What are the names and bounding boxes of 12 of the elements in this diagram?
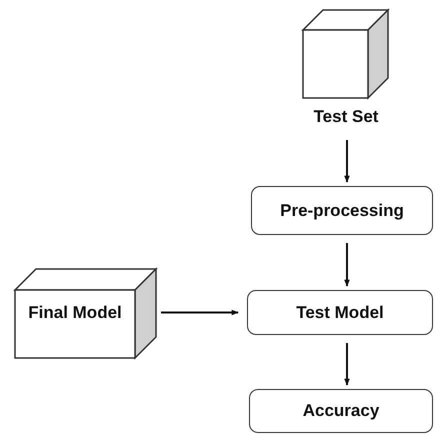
box-label: Final Model bbox=[27, 302, 123, 324]
box-label: Accuracy bbox=[302, 400, 380, 422]
process-box bbox=[249, 389, 433, 433]
arrow bbox=[161, 310, 239, 316]
arrow bbox=[344, 343, 350, 386]
box-label: Pre-processing bbox=[280, 200, 404, 222]
box-label: Test Model bbox=[296, 302, 384, 324]
box-label: Test Set bbox=[312, 106, 380, 128]
arrow bbox=[344, 243, 350, 287]
arrow bbox=[344, 140, 350, 183]
process-box bbox=[251, 186, 433, 235]
process-box bbox=[247, 290, 433, 335]
